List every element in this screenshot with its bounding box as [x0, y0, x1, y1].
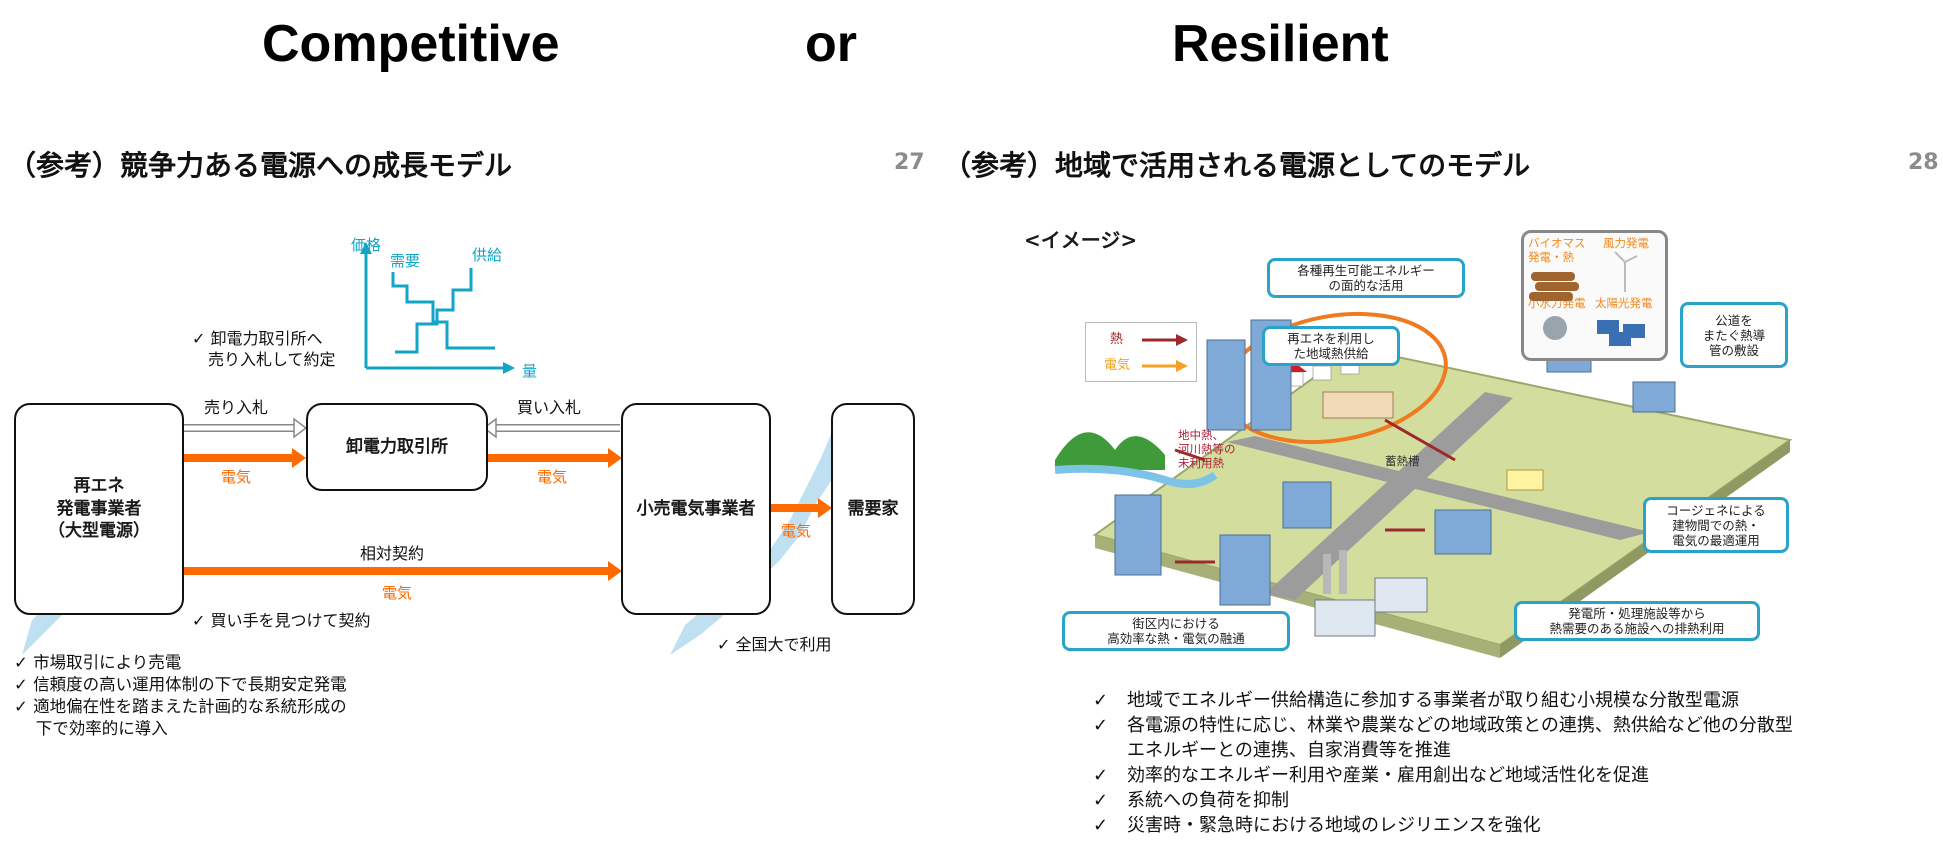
supply-demand-graph [360, 242, 515, 374]
electricity-label-2: 電気 [537, 468, 568, 486]
header-resilient: Resilient [1172, 15, 1389, 73]
left-bullets: ✓ 市場取引により売電 ✓ 信頼度の高い運用体制の下で長期安定発電 ✓ 適地偏在… [14, 653, 347, 738]
generator-box: 再エネ 発電事業者 （大型電源） [14, 403, 184, 615]
source-wind-label: 風力発電 [1603, 236, 1649, 250]
buy-bid-label: 買い入札 [517, 398, 582, 417]
graph-demand-label: 需要 [390, 252, 421, 270]
source-solar-label: 太陽光発電 [1595, 296, 1653, 310]
source-biomass-label: バイオマス 発電・熱 [1528, 236, 1586, 264]
consumer-box: 需要家 [831, 403, 915, 615]
legend-box [1085, 322, 1197, 382]
header-competitive: Competitive [262, 15, 560, 73]
legend-electricity-arrow [1142, 360, 1188, 372]
image-label: <イメージ> [1024, 228, 1138, 252]
legend-heat-label: 熱 [1110, 332, 1124, 347]
left-page-number: 27 [894, 150, 925, 175]
electricity-label-4: 電気 [382, 584, 413, 602]
sell-bid-label: 売り入札 [204, 398, 269, 417]
note-exchange: ✓ 卸電力取引所へ 売り入札して約定 [192, 329, 336, 369]
left-slide-title: （参考）競争力ある電源への成長モデル [8, 149, 513, 182]
note-buyer: ✓ 買い手を見つけて契約 [192, 611, 371, 630]
graph-price-label: 価格 [351, 236, 382, 254]
callout-district-heat: 再エネを利用し た地域熱供給 [1262, 326, 1400, 366]
callout-waste-heat: 発電所・処理施設等から 熱需要のある施設への排熱利用 [1514, 601, 1760, 641]
retailer-box: 小売電気事業者 [621, 403, 771, 615]
right-slide-title: （参考）地域で活用される電源としてのモデル [943, 149, 1531, 182]
electricity-label-3: 電気 [781, 522, 812, 540]
callout-cogeneration: コージェネによる 建物間での熱・ 電気の最適運用 [1643, 497, 1789, 553]
exchange-box: 卸電力取引所 [306, 403, 488, 491]
callout-block: 街区内における 高効率な熱・電気の融通 [1062, 611, 1290, 651]
renewable-source-icons [1529, 251, 1645, 346]
legend-electricity-label: 電気 [1104, 358, 1131, 373]
flow-arrows [183, 417, 832, 581]
right-page-number: 28 [1908, 150, 1939, 175]
callout-heat-pipe: 公道を またぐ熱導 管の敷設 [1680, 302, 1788, 368]
callout-renewables: 各種再生可能エネルギー の面的な活用 [1267, 258, 1465, 298]
electricity-label-1: 電気 [221, 468, 252, 486]
graph-supply-label: 供給 [472, 246, 503, 264]
bilateral-contract-label: 相対契約 [360, 544, 425, 563]
note-nationwide: ✓ 全国大で利用 [717, 635, 832, 654]
graph-quantity-label: 量 [522, 362, 538, 380]
header-or: or [805, 15, 857, 73]
legend-heat-arrow [1142, 334, 1188, 346]
callout-storage: 蓄熱槽 [1385, 454, 1420, 468]
right-bullets: ✓地域でエネルギー供給構造に参加する事業者が取り組む小規模な分散型電源 ✓各電源… [1093, 690, 1793, 836]
japan-map-right [670, 425, 848, 655]
callout-unused-heat: 地中熱、 河川熱等の 未利用熱 [1178, 428, 1236, 470]
